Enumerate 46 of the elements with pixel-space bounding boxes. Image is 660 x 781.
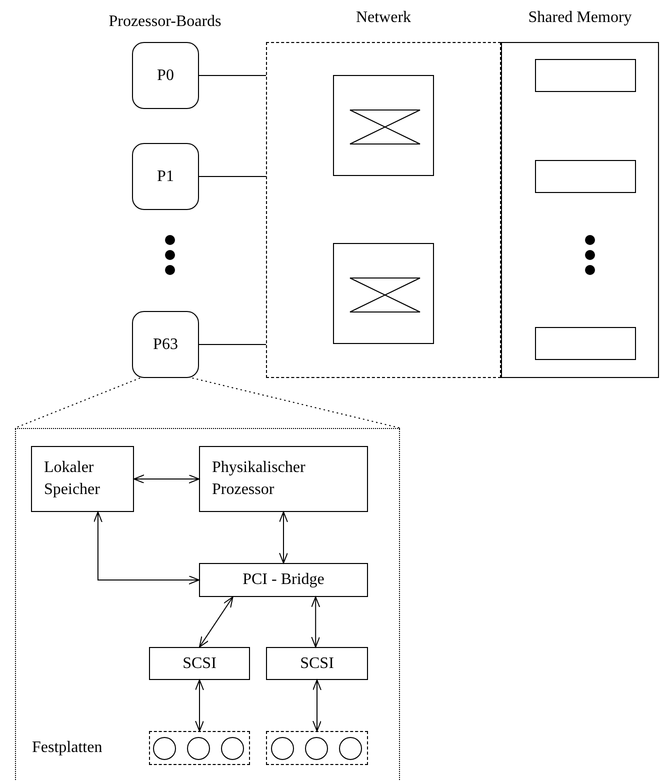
- memory-module-box: [535, 160, 636, 193]
- processor-box: [199, 446, 368, 512]
- processor-board-box: [132, 143, 199, 210]
- arrow: [93, 512, 200, 584]
- group-heading: Shared Memory: [528, 9, 632, 27]
- node-label: PCI - Bridge: [242, 571, 324, 589]
- detail-box: [15, 428, 400, 781]
- memory-box: [31, 446, 134, 512]
- connector-line: [198, 176, 266, 177]
- controller-box: [149, 647, 250, 680]
- connector-line: [198, 75, 266, 76]
- memory-module-box: [535, 59, 636, 92]
- disk-circle: [221, 737, 244, 760]
- group-heading: Netwerk: [356, 9, 412, 27]
- zoom-line: [14, 378, 141, 428]
- connector-line: [198, 344, 266, 345]
- node-label: P1: [157, 168, 174, 186]
- memory-module-box: [535, 327, 636, 360]
- processor-board-box: [132, 311, 199, 378]
- node-label: P63: [153, 336, 178, 354]
- switch-box: [333, 75, 434, 176]
- node-label: SCSI: [182, 654, 216, 672]
- arrow: [195, 680, 204, 732]
- processor-board-box: [132, 42, 199, 109]
- controller-box: [266, 647, 368, 680]
- arrow: [279, 512, 288, 564]
- node-label: SCSI: [300, 654, 334, 672]
- arrow: [311, 596, 320, 648]
- arrow: [312, 680, 322, 732]
- switch-box: [333, 243, 434, 344]
- group-heading: Prozessor-Boards: [108, 13, 222, 31]
- disk-circle: [187, 737, 210, 760]
- zoom-line: [192, 378, 400, 428]
- disk-circle: [271, 737, 294, 760]
- arrow: [134, 474, 200, 484]
- disk-circle: [339, 737, 362, 760]
- node-label: Physikalischer Prozessor: [212, 458, 306, 500]
- node-label: P0: [157, 66, 174, 84]
- disk-circle: [153, 737, 176, 760]
- arrow: [199, 596, 234, 648]
- disk-group-box: [266, 731, 368, 765]
- bridge-box: [199, 563, 368, 597]
- disk-label: Festplatten: [32, 739, 102, 757]
- node-label: Lokaler Speicher: [44, 458, 101, 500]
- disk-circle: [305, 737, 328, 760]
- disk-group-box: [149, 731, 250, 765]
